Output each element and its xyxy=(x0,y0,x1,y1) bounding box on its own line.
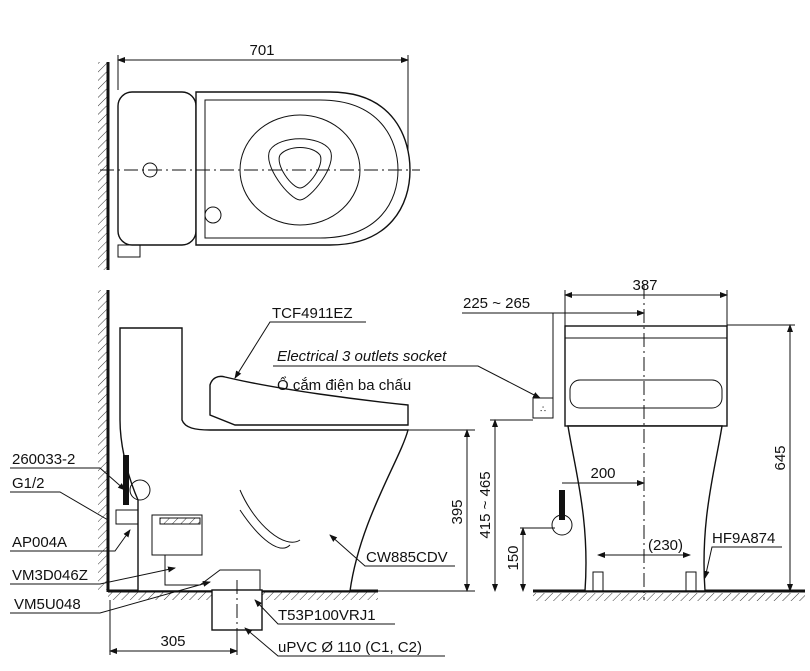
supply-height-dim: 150 xyxy=(505,545,522,570)
thread-label: G1/2 xyxy=(12,475,45,492)
bolt-spacing-dim: (230) xyxy=(648,537,683,554)
tank-front xyxy=(564,325,728,427)
wall-hatch xyxy=(98,62,108,270)
top-width-dim: 701 xyxy=(249,42,274,59)
front-width-387-dim: 387 xyxy=(632,277,657,294)
seat-model-label: TCF4911EZ xyxy=(272,305,353,322)
bowl-front xyxy=(567,425,723,592)
socket-box xyxy=(532,397,554,419)
vm5-part-label: VM5U048 xyxy=(14,596,81,613)
socket-label-vi: Ổ cắm điện ba chấu xyxy=(277,376,411,394)
bowl-model-label: CW885CDV xyxy=(366,549,448,566)
washlet-seat-side xyxy=(209,375,409,426)
hose-part-label: 260033-2 xyxy=(12,451,75,468)
pipe-label: uPVC Ø 110 (C1, C2) xyxy=(278,639,422,656)
front-view: ∴ 387 225 ~ 265 415 ~ 465 150 200 (230) … xyxy=(462,277,805,601)
socket-offset-dim: 225 ~ 265 xyxy=(463,295,530,312)
total-height-dim: 645 xyxy=(772,445,789,470)
valve-part-label: AP004A xyxy=(12,534,67,551)
toilet-body-side xyxy=(119,327,409,592)
socket-label-en: Electrical 3 outlets socket xyxy=(277,348,447,365)
supply-offset-dim: 200 xyxy=(590,465,615,482)
socket-icon: ∴ xyxy=(540,405,546,415)
flange-part-label: T53P100VRJ1 xyxy=(278,607,376,624)
bowl-opening xyxy=(268,138,332,201)
rough-in-305-dim: 305 xyxy=(160,633,185,650)
top-view: 701 xyxy=(98,42,420,270)
height-395-dim: 395 xyxy=(449,499,466,524)
bowl-top xyxy=(195,91,411,246)
side-view: 395 305 TCF4911EZ Electrical 3 outlets s… xyxy=(10,290,541,657)
socket-height-dim: 415 ~ 465 xyxy=(477,471,494,538)
bolt-part-label: HF9A874 xyxy=(712,530,775,547)
vm3-part-label: VM3D046Z xyxy=(12,567,88,584)
